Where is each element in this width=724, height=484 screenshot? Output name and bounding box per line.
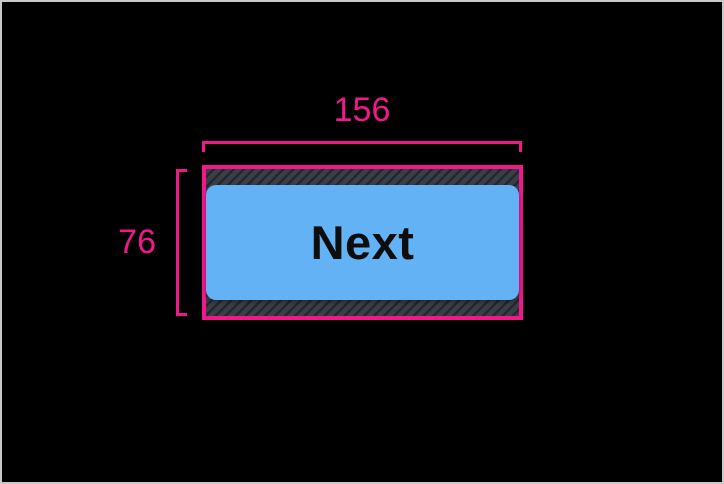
widget-bounds-outline: Next xyxy=(202,165,523,320)
height-measurement-label: 76 xyxy=(118,223,156,261)
next-button[interactable]: Next xyxy=(206,185,519,300)
height-measurement-bracket xyxy=(176,169,187,316)
width-measurement-label: 156 xyxy=(333,91,391,129)
next-button-label: Next xyxy=(310,216,415,269)
width-measurement-bracket xyxy=(202,141,522,152)
